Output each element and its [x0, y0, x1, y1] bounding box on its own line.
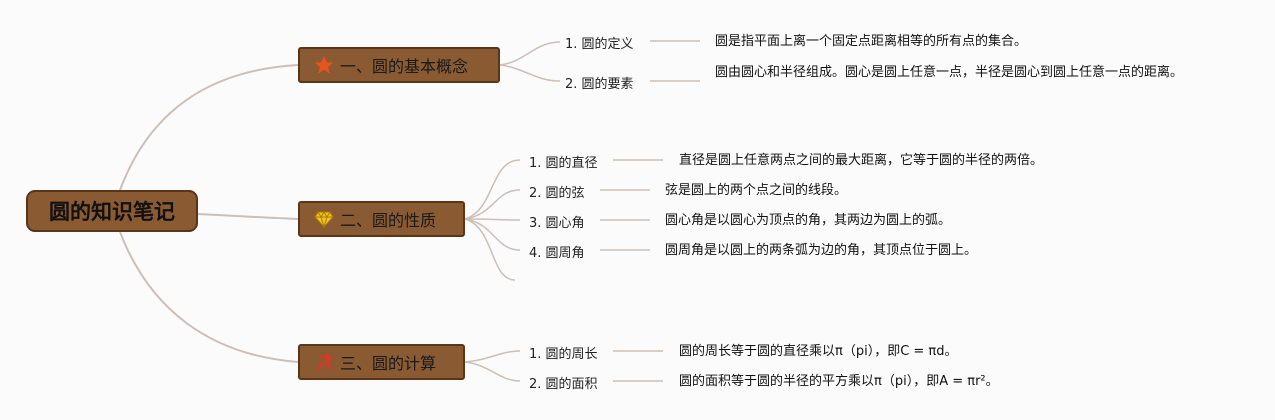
subtopic-description: 圆的周长等于圆的直径乘以π（pi），即C = πd。: [679, 344, 958, 359]
subtopic-description: 圆是指平面上离一个固定点距离相等的所有点的集合。: [715, 34, 1028, 49]
subtopic-description: 圆的面积等于圆的半径的平方乘以π（pi），即A = πr²。: [679, 374, 999, 389]
branch-node-properties[interactable]: 二、圆的性质: [298, 201, 465, 237]
subtopic-label[interactable]: 3. 圆心角: [529, 216, 585, 231]
subtopic-label[interactable]: 2. 圆的弦: [529, 186, 585, 201]
link-b3-item-1: [464, 350, 521, 363]
link-b2-item-2: [464, 189, 521, 220]
link-b1-item-2: [499, 64, 561, 82]
subtopic-label[interactable]: 4. 圆周角: [529, 246, 585, 261]
subtopic-label[interactable]: 2. 圆的要素: [565, 77, 634, 92]
subtopic-label[interactable]: 1. 圆的定义: [565, 37, 634, 52]
branch-title: 三、圆的计算: [340, 354, 437, 373]
subtopic-label[interactable]: 2. 圆的面积: [529, 377, 598, 392]
link-root-branch-3: [119, 231, 299, 363]
link-b2-item-3: [464, 218, 521, 221]
subtopic-description: 弦是圆上的两个点之间的线段。: [665, 183, 848, 198]
branch-title: 一、圆的基本概念: [340, 57, 469, 76]
link-root-branch-1: [119, 64, 299, 191]
root-node[interactable]: 圆的知识笔记: [26, 190, 198, 232]
root-title: 圆的知识笔记: [49, 200, 175, 224]
link-b3-item-2: [464, 361, 521, 382]
star-icon: [314, 55, 334, 75]
subtopic-description: 圆周角是以圆上的两条弧为边的角，其顶点位于圆上。: [665, 243, 978, 258]
link-b1-item-1: [499, 41, 561, 66]
subtopic-description: 圆心角是以圆心为顶点的角，其两边为圆上的弧。: [665, 213, 952, 228]
subtopic-description: 直径是圆上任意两点之间的最大距离，它等于圆的半径的两倍。: [679, 153, 1044, 168]
link-b2-item-1: [464, 159, 521, 220]
link-b2-item-4: [464, 218, 521, 251]
subtopic-label[interactable]: 1. 圆的直径: [529, 156, 598, 171]
branch-node-basic-concepts[interactable]: 一、圆的基本概念: [298, 47, 500, 83]
subtopic-label[interactable]: 1. 圆的周长: [529, 347, 598, 362]
link-b2-item-5: [464, 218, 516, 281]
gem-icon: [314, 209, 334, 229]
link-root-branch-2: [197, 213, 299, 220]
branch-title: 二、圆的性质: [340, 211, 437, 230]
hammer-sickle-icon: [314, 352, 334, 372]
branch-node-calculation[interactable]: 三、圆的计算: [298, 344, 465, 380]
subtopic-description: 圆由圆心和半径组成。圆心是圆上任意一点，半径是圆心到圆上任意一点的距离。: [715, 65, 1184, 80]
